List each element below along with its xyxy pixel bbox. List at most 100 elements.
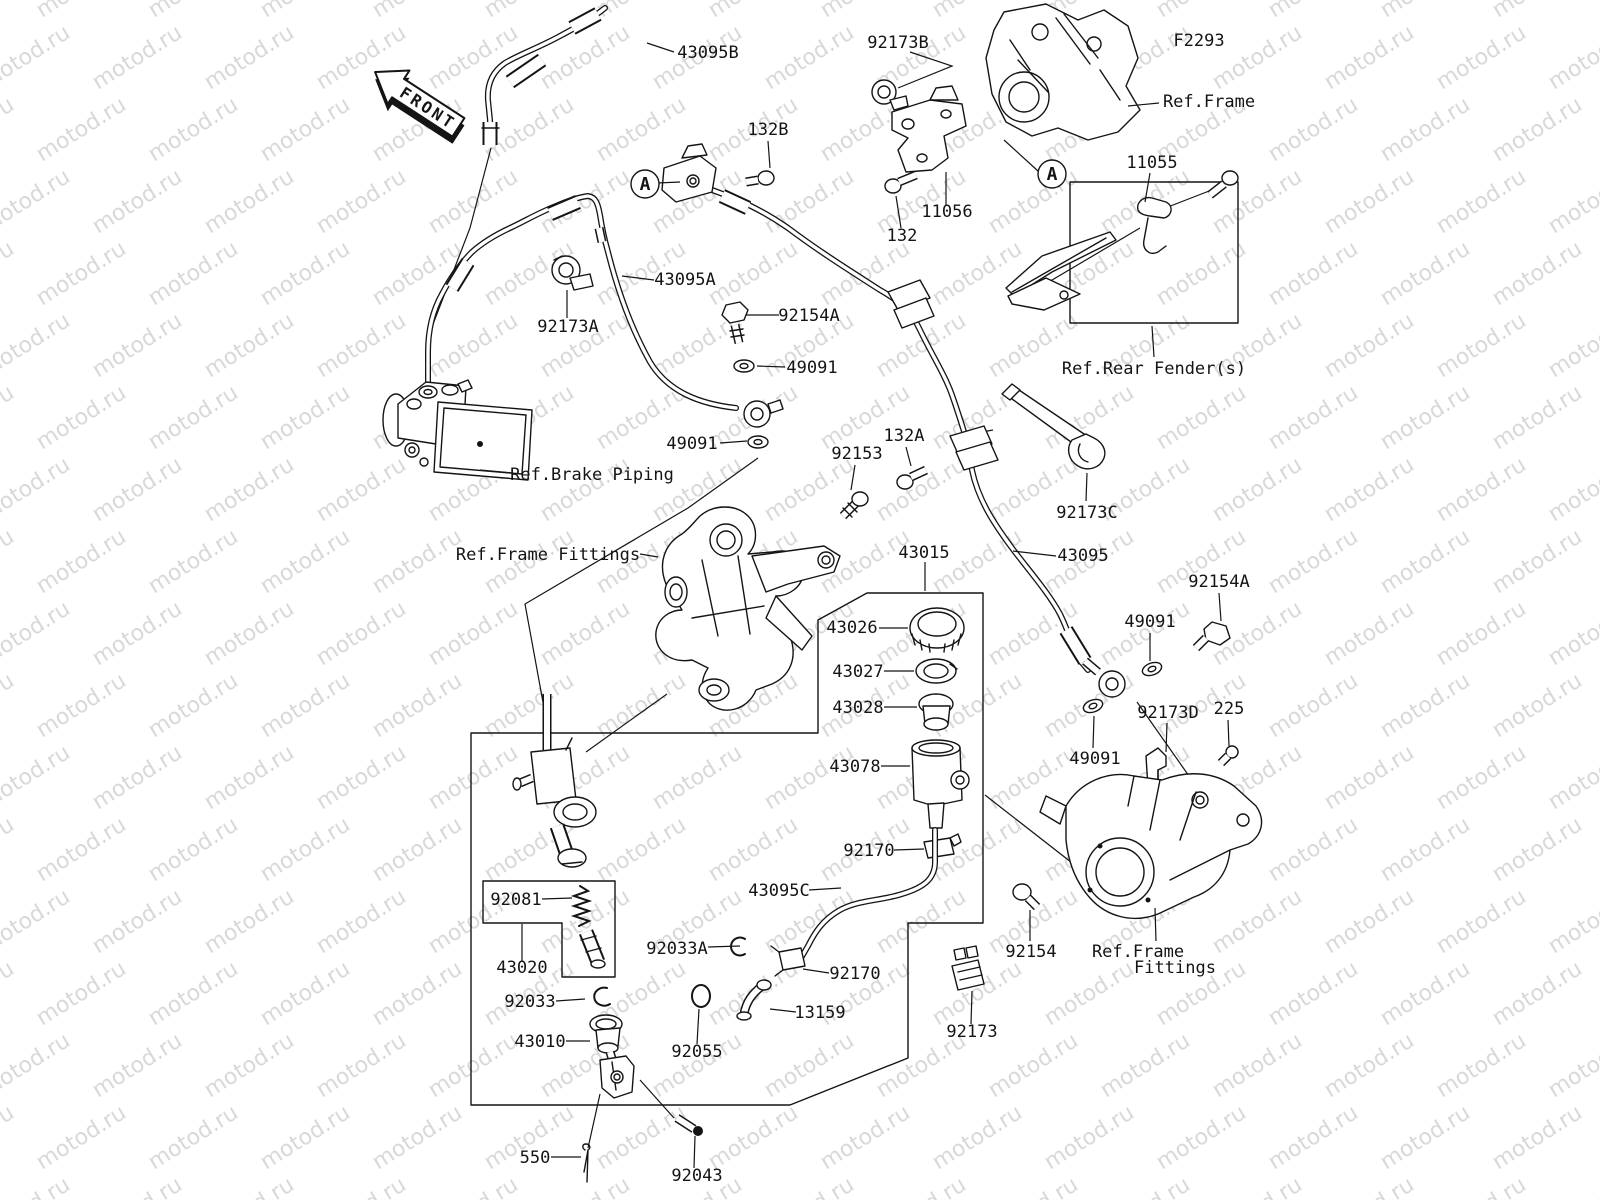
leader-line — [850, 464, 856, 491]
part-label: 43027 — [832, 662, 883, 682]
watermark-text: motod.ru — [704, 0, 803, 23]
clevis-leader-1 — [587, 1093, 601, 1149]
watermark-text: motod.ru — [1432, 1028, 1531, 1103]
watermark-text: motod.ru — [312, 1028, 411, 1103]
watermark-text: motod.ru — [256, 236, 355, 311]
leader-line — [1003, 139, 1039, 172]
leader-line — [1165, 722, 1168, 753]
watermark-text: motod.ru — [1264, 380, 1363, 455]
watermark-text: motod.ru — [88, 20, 187, 95]
watermark-text: motod.ru — [312, 164, 411, 239]
front-arrow: FRONT — [374, 69, 466, 144]
part-label: 43026 — [826, 618, 877, 638]
leader-line — [893, 848, 925, 851]
rear-caliper — [1065, 773, 1263, 919]
part-label: 92055 — [671, 1042, 722, 1062]
watermark-text: motod.ru — [0, 308, 75, 383]
watermark-text: motod.ru — [88, 164, 187, 239]
watermark-text: motod.ru — [1432, 1172, 1531, 1200]
watermark-text: motod.ru — [480, 668, 579, 743]
leader-line — [1127, 102, 1160, 107]
watermark-text: motod.ru — [760, 164, 859, 239]
part-label: 43078 — [829, 757, 880, 777]
watermark-text: motod.ru — [424, 1028, 523, 1103]
watermark-text: motod.ru — [1544, 1172, 1600, 1200]
watermark-text: motod.ru — [424, 308, 523, 383]
watermark-text: motod.ru — [0, 668, 19, 743]
watermark-text: motod.ru — [1432, 164, 1531, 239]
leader-line — [1218, 592, 1222, 622]
oring-92055 — [691, 984, 711, 1008]
watermark-text: motod.ru — [424, 20, 523, 95]
part-label: 43028 — [832, 698, 883, 718]
part-label: 132A — [884, 426, 925, 446]
watermark-text: motod.ru — [1264, 92, 1363, 167]
watermark-text: motod.ru — [256, 668, 355, 743]
watermark-text: motod.ru — [1488, 524, 1587, 599]
watermark-text: motod.ru — [1208, 1028, 1307, 1103]
watermark-text: motod.ru — [536, 20, 635, 95]
hose-43095A — [425, 192, 739, 411]
banjo-bolt-92154A — [721, 301, 749, 324]
watermark-text: motod.ru — [1376, 236, 1475, 311]
watermark-text: motod.ru — [256, 0, 355, 23]
leader-line — [621, 275, 655, 281]
part-label: 11056 — [921, 202, 972, 222]
part-label: 43015 — [898, 543, 949, 563]
watermark-text: motod.ru — [88, 884, 187, 959]
leader-line — [1092, 715, 1095, 749]
watermark-text: motod.ru — [536, 1172, 635, 1200]
part-label: F2293 — [1173, 31, 1224, 51]
leader-line — [639, 553, 659, 558]
watermark-text: motod.ru — [368, 0, 467, 23]
watermark-text: motod.ru — [1208, 452, 1307, 527]
watermark-text: motod.ru — [1488, 812, 1587, 887]
watermark-text: motod.ru — [424, 740, 523, 815]
master-cylinder-box — [470, 592, 984, 1106]
watermark-text: motod.ru — [200, 452, 299, 527]
elbow-13159 — [736, 1011, 752, 1021]
watermark-text: motod.ru — [256, 1100, 355, 1175]
watermark-text: motod.ru — [1040, 1100, 1139, 1175]
part-label: 11055 — [1126, 153, 1177, 173]
watermark-text: motod.ru — [312, 596, 411, 671]
watermark-text: motod.ru — [200, 308, 299, 383]
leader-line — [719, 440, 748, 444]
watermark-text: motod.ru — [760, 740, 859, 815]
watermark-text: motod.ru — [32, 0, 131, 23]
watermark-text: motod.ru — [1320, 308, 1419, 383]
leader-line — [555, 998, 586, 1002]
watermark-text: motod.ru — [1320, 1172, 1419, 1200]
watermark-text: motod.ru — [1432, 596, 1531, 671]
watermark-text: motod.ru — [88, 452, 187, 527]
part-label: 92153 — [831, 444, 882, 464]
detail-marker-label: A — [640, 174, 651, 195]
watermark-text: motod.ru — [1320, 164, 1419, 239]
watermark-text: motod.ru — [200, 596, 299, 671]
part-label: Ref.Frame — [1163, 92, 1255, 112]
watermark-text: motod.ru — [592, 1100, 691, 1175]
watermark-text: motod.ru — [144, 236, 243, 311]
watermark-text: motod.ru — [88, 740, 187, 815]
part-label: 92033 — [504, 992, 555, 1012]
leader-line — [767, 140, 771, 169]
bolt-132B — [757, 170, 775, 186]
watermark-text: motod.ru — [312, 308, 411, 383]
rear-fender-box — [1069, 181, 1239, 324]
fender-clamp-leader — [1046, 227, 1141, 284]
watermark-text: motod.ru — [1320, 596, 1419, 671]
part-label: 92170 — [829, 964, 880, 984]
watermark-text: motod.ru — [704, 236, 803, 311]
leader-line — [1144, 172, 1151, 203]
watermark-text: motod.ru — [256, 524, 355, 599]
leader-line — [693, 1135, 696, 1169]
watermark-text: motod.ru — [1096, 596, 1195, 671]
spring-piston-box — [482, 880, 616, 978]
watermark-text: motod.ru — [1432, 308, 1531, 383]
watermark-text: motod.ru — [312, 740, 411, 815]
part-label: Fittings — [1134, 958, 1216, 978]
watermark-text: motod.ru — [32, 236, 131, 311]
